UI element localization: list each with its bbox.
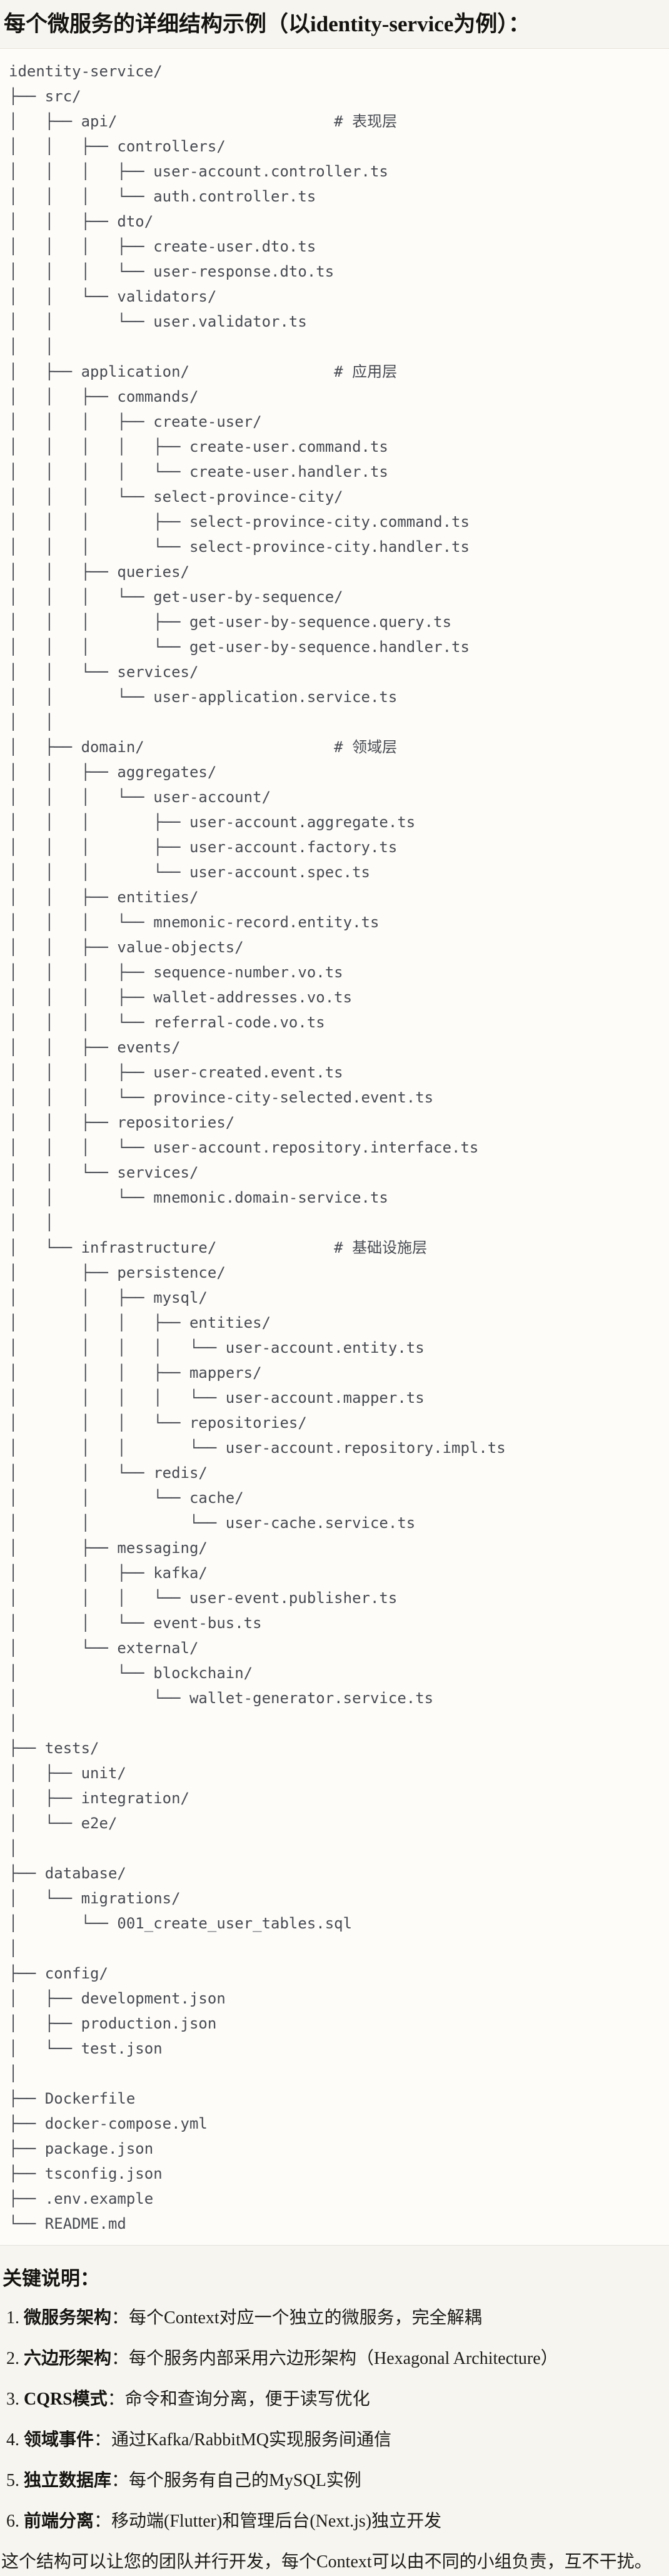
note-desc: ：每个服务有自己的MySQL实例 (111, 2471, 361, 2490)
page-title: 每个微服务的详细结构示例（以identity-service为例）： (4, 12, 530, 36)
note-label: 独立数据库 (24, 2471, 112, 2490)
notes-heading: 关键说明： (3, 2268, 99, 2289)
note-label: CQRS模式 (24, 2390, 108, 2409)
note-number: 2. (6, 2349, 19, 2368)
note-item-6: 6. 前端分离：移动端(Flutter)和管理后台(Next.js)独立开发 (6, 2510, 669, 2533)
note-number: 3. (6, 2390, 19, 2409)
note-label: 领域事件 (24, 2430, 94, 2450)
note-item-5: 5. 独立数据库：每个服务有自己的MySQL实例 (6, 2469, 669, 2493)
note-number: 6. (6, 2512, 19, 2531)
summary-paragraph: 这个结构可以让您的团队并行开发，每个Context可以由不同的小组负责，互不干扰… (1, 2552, 652, 2572)
note-number: 4. (6, 2430, 19, 2450)
file-tree-code-block: identity-service/ ├── src/ │ ├── api/ # … (0, 48, 669, 2246)
note-desc: ：每个服务内部采用六边形架构（Hexagonal Architecture） (111, 2349, 558, 2368)
key-notes-section: 关键说明： 1.微服务架构：每个Context对应一个独立的微服务，完全解耦 2… (0, 2246, 669, 2574)
note-item-3: 3. CQRS模式：命令和查询分离，便于读写优化 (6, 2388, 669, 2411)
note-item-4: 4.领域事件：通过Kafka/RabbitMQ实现服务间通信 (6, 2428, 669, 2452)
note-desc: ：命令和查询分离，便于读写优化 (107, 2390, 370, 2409)
note-item-1: 1.微服务架构：每个Context对应一个独立的微服务，完全解耦 (6, 2306, 669, 2330)
note-label: 微服务架构 (24, 2308, 112, 2328)
note-desc: ：移动端(Flutter)和管理后台(Next.js)独立开发 (94, 2512, 442, 2531)
note-label: 六边形架构 (24, 2349, 112, 2368)
header: 每个微服务的详细结构示例（以identity-service为例）： (0, 0, 669, 48)
note-number: 1. (6, 2308, 19, 2328)
note-label: 前端分离 (24, 2512, 94, 2531)
note-number: 5. (6, 2471, 19, 2490)
note-item-2: 2. 六边形架构：每个服务内部采用六边形架构（Hexagonal Architec… (6, 2347, 669, 2371)
note-desc: ：通过Kafka/RabbitMQ实现服务间通信 (94, 2430, 391, 2450)
note-desc: ：每个Context对应一个独立的微服务，完全解耦 (111, 2308, 482, 2328)
